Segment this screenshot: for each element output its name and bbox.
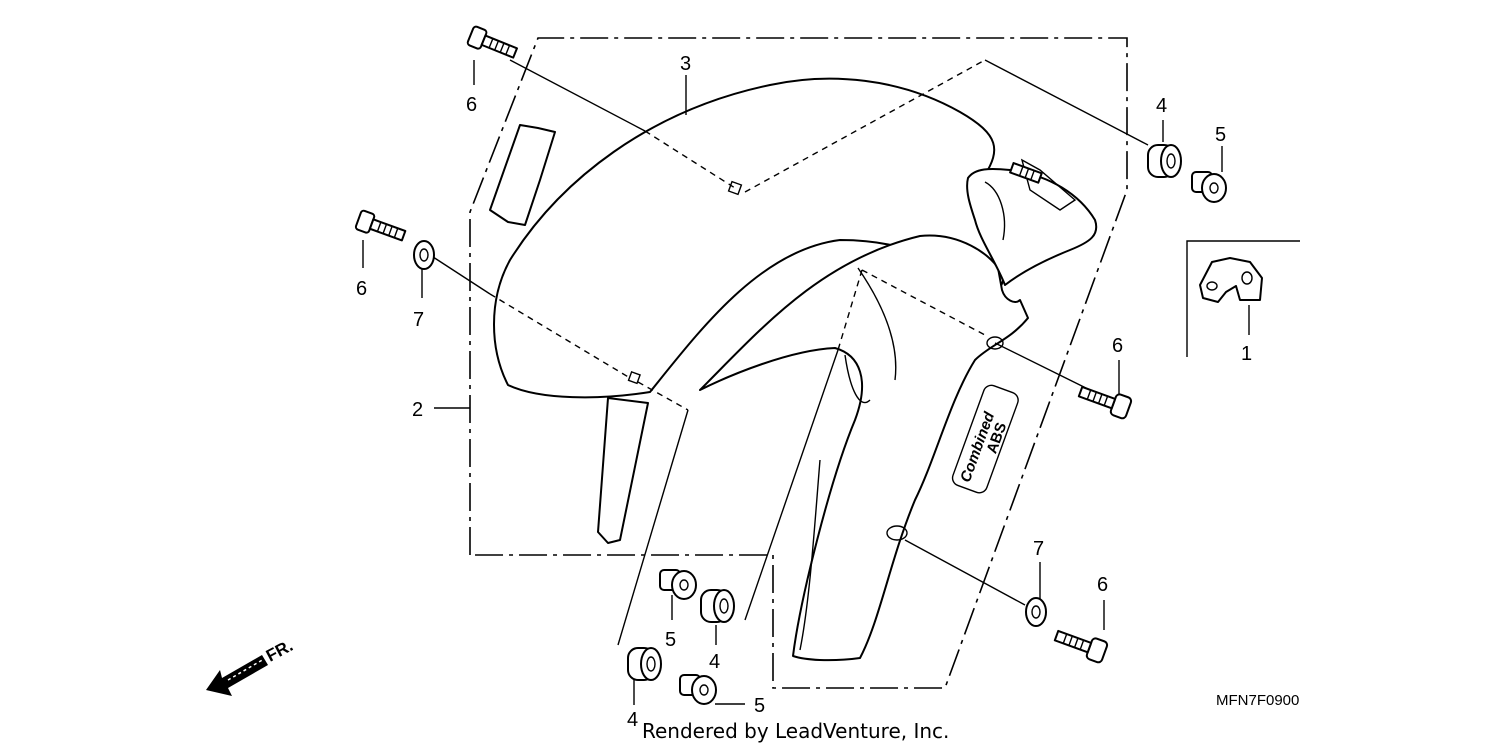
callout-7-left: 7 <box>413 309 424 331</box>
leader-lines <box>429 59 1149 646</box>
callout-1: 1 <box>1241 343 1252 365</box>
front-fender <box>493 77 1098 662</box>
bolt-top-left <box>466 25 518 59</box>
collar-bottom-mid <box>659 569 697 600</box>
front-direction-label: FR. <box>263 636 296 666</box>
collar-top-right <box>1191 171 1227 203</box>
grommet-top-right <box>1147 144 1182 178</box>
callout-5-top-right: 5 <box>1215 124 1226 146</box>
bolt-mid-left <box>354 209 407 242</box>
combined-abs-logo: Combined ABS <box>951 384 1019 494</box>
grommet-bottom-left <box>627 647 662 681</box>
label-sticker <box>489 124 556 226</box>
bracket-inset <box>1186 240 1300 357</box>
bolt-right-bottom <box>1053 629 1109 664</box>
callout-5-bottom-mid: 5 <box>665 629 676 651</box>
diagram-code: MFN7F0900 <box>1216 692 1299 709</box>
render-credit: Rendered by LeadVenture, Inc. <box>642 719 949 743</box>
callout-5-bottom-right: 5 <box>754 695 765 717</box>
callout-4-bottom-left: 4 <box>627 709 638 731</box>
bracket <box>1199 257 1263 303</box>
callout-3: 3 <box>680 53 691 75</box>
assembly-boundary <box>469 37 1128 689</box>
grommet-bottom-mid <box>700 589 735 623</box>
callout-6-right-mid: 6 <box>1112 335 1123 357</box>
collar-bottom-right <box>679 674 717 705</box>
callout-6-top-left: 6 <box>466 94 477 116</box>
callout-2: 2 <box>412 399 423 421</box>
washer-left <box>413 240 435 270</box>
callout-7-right: 7 <box>1033 538 1044 560</box>
callout-6-mid-left: 6 <box>356 278 367 300</box>
bolt-fin <box>1009 162 1043 184</box>
callout-4-bottom-mid: 4 <box>709 651 720 673</box>
callout-4-top-right: 4 <box>1156 95 1167 117</box>
front-direction-arrow: FR. <box>206 636 296 696</box>
callout-6-right-bottom: 6 <box>1097 574 1108 596</box>
washer-right <box>1025 597 1047 627</box>
callout-labels: 1 2 3 4 4 4 5 5 5 6 6 6 6 7 7 <box>356 53 1252 731</box>
bolt-right-mid <box>1077 385 1133 420</box>
